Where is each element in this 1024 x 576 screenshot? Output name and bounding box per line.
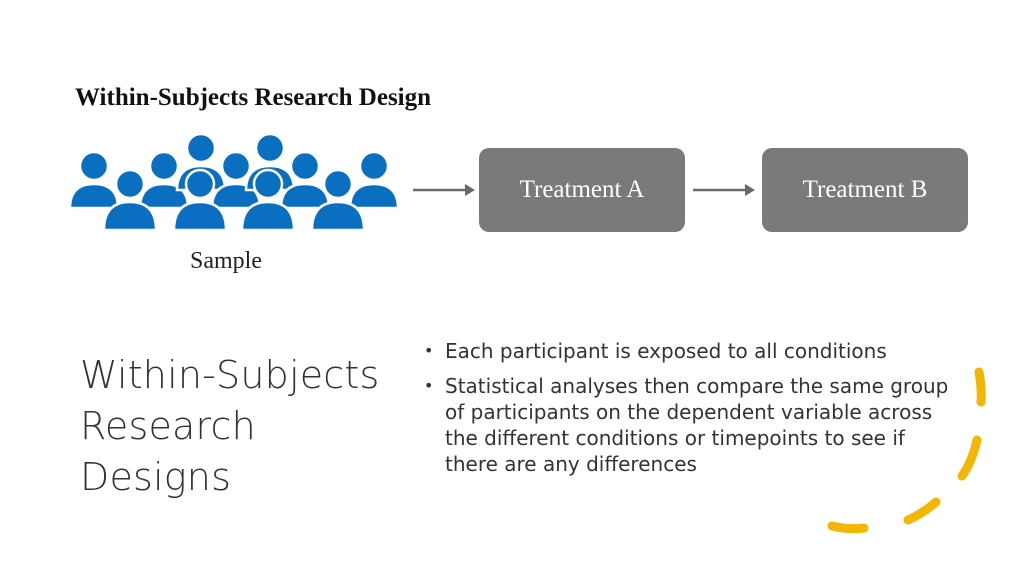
- person-icon: [240, 168, 296, 232]
- decorative-dashed-arc: [827, 367, 986, 534]
- treatment-b-label: Treatment B: [802, 176, 928, 203]
- person-icon: [172, 168, 228, 232]
- slide-title-line: Designs: [80, 455, 232, 499]
- diagram-title: Within-Subjects Research Design: [75, 84, 432, 111]
- bullet-item: Each participant is exposed to all condi…: [424, 338, 964, 364]
- person-icon: [310, 168, 366, 232]
- group-of-people-icon: [68, 132, 400, 232]
- treatment-a-label: Treatment A: [519, 176, 645, 203]
- treatment-a-box: Treatment A: [479, 148, 685, 232]
- bullet-item: Statistical analyses then compare the sa…: [424, 373, 964, 477]
- person-icon: [348, 150, 400, 210]
- bullet-list: Each participant is exposed to all condi…: [424, 338, 964, 486]
- arrow-right-icon: [693, 184, 755, 196]
- person-icon: [68, 150, 120, 210]
- person-icon: [210, 150, 262, 210]
- slide-title: Within-Subjects Research Designs: [80, 350, 380, 503]
- slide-title-line: Within-Subjects: [80, 353, 380, 397]
- treatment-b-box: Treatment B: [762, 148, 968, 232]
- person-icon: [279, 150, 331, 210]
- sample-label: Sample: [190, 248, 262, 274]
- slide-title-line: Research: [80, 404, 256, 448]
- person-icon: [102, 168, 158, 232]
- arrow-right-icon: [413, 184, 475, 196]
